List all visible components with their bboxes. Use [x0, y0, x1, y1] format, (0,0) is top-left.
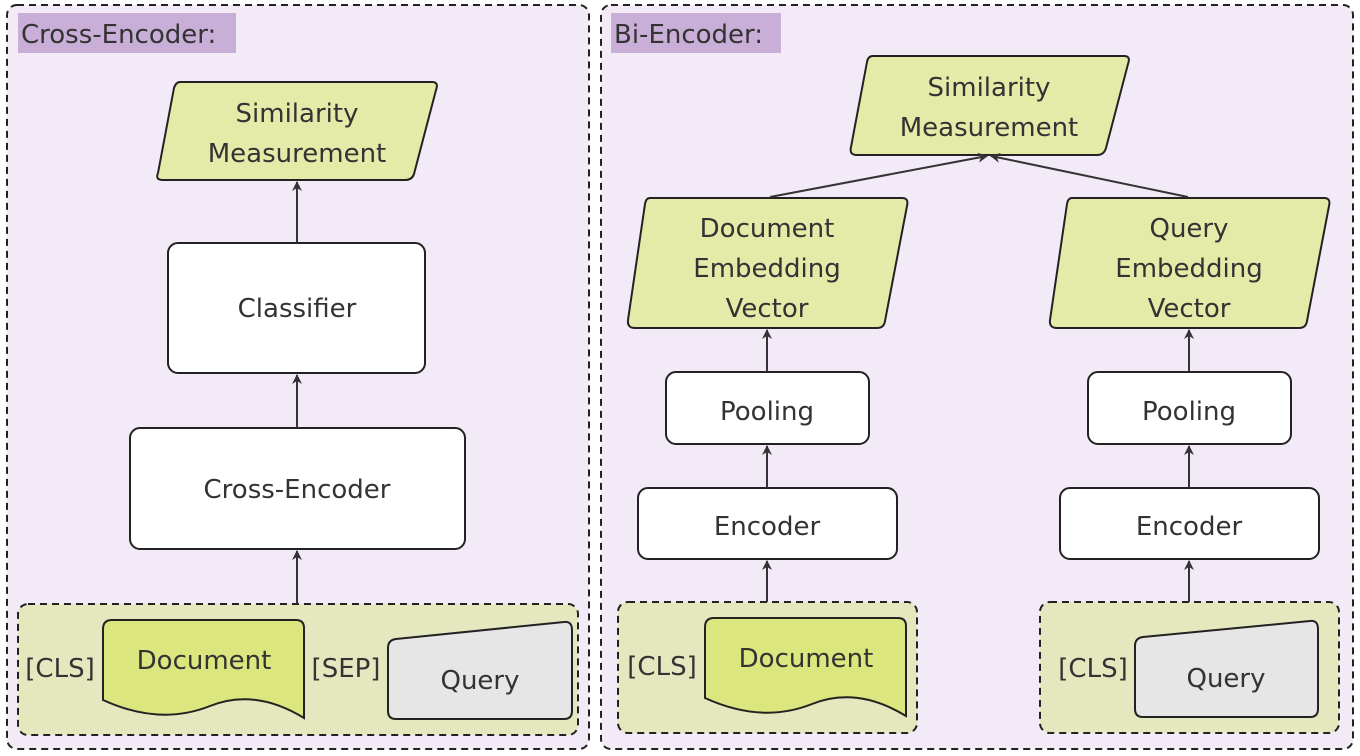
classifier-label: Classifier — [238, 294, 357, 324]
query-input-group: [CLS] Query — [1039, 601, 1340, 734]
similarity-label-line1: Similarity — [236, 99, 359, 129]
document-branch: Document Embedding Vector Pooling Encode… — [617, 197, 918, 734]
doc-input-group: [CLS] Document — [617, 601, 918, 734]
query-pooling-label: Pooling — [1142, 397, 1236, 427]
query-shape — [387, 620, 573, 720]
cls-token: [CLS] — [1058, 654, 1127, 684]
cross-input-group: [CLS] Document [SEP] Query — [17, 603, 579, 736]
doc-encoder-label: Encoder — [714, 512, 821, 542]
similarity-label-line2: Measurement — [900, 113, 1079, 143]
similarity-label-line2: Measurement — [208, 139, 387, 169]
query-embedding-line3: Vector — [1148, 294, 1231, 324]
arrow-doc-embedding-to-similarity — [769, 152, 988, 198]
document-label: Document — [739, 644, 874, 674]
sep-token: [SEP] — [312, 654, 381, 684]
doc-embedding-line2: Embedding — [693, 254, 840, 284]
doc-pooling-box: Pooling — [665, 371, 870, 445]
cross-encoder-box: Cross-Encoder — [129, 427, 466, 550]
query-encoder-label: Encoder — [1136, 512, 1243, 542]
classifier-box: Classifier — [167, 242, 426, 374]
doc-pooling-label: Pooling — [720, 397, 814, 427]
similarity-measurement: Similarity Measurement — [156, 81, 438, 181]
doc-embedding-line3: Vector — [726, 294, 809, 324]
document-shape — [704, 617, 907, 718]
cls-token: [CLS] — [627, 652, 696, 682]
document-label: Document — [137, 646, 272, 676]
cross-encoder-label: Cross-Encoder — [204, 475, 391, 505]
similarity-label-line1: Similarity — [928, 73, 1051, 103]
cross-encoder-panel: Cross-Encoder: Similarity Measurement Cl… — [6, 4, 590, 750]
query-embedding-line1: Query — [1149, 214, 1228, 244]
panel-title-badge — [18, 13, 236, 53]
arrow-query-embedding-to-similarity — [990, 152, 1189, 198]
query-label: Query — [1186, 664, 1265, 694]
panel-title: Cross-Encoder: — [21, 20, 216, 50]
bi-similarity-measurement: Similarity Measurement — [849, 55, 1130, 156]
query-label: Query — [440, 666, 519, 696]
document-shape — [102, 619, 305, 720]
query-shape — [1134, 619, 1319, 718]
doc-encoder-box: Encoder — [637, 487, 898, 560]
query-encoder-box: Encoder — [1059, 487, 1320, 560]
query-embedding-line2: Embedding — [1115, 254, 1262, 284]
panel-title: Bi-Encoder: — [614, 20, 763, 50]
query-embedding-vector: Query Embedding Vector — [1048, 197, 1331, 329]
bi-encoder-panel: Bi-Encoder: Similarity Measurement Docum… — [600, 4, 1354, 750]
doc-embedding-line1: Document — [700, 214, 835, 244]
document-embedding-vector: Document Embedding Vector — [626, 197, 909, 329]
query-pooling-box: Pooling — [1087, 371, 1292, 445]
panel-title-badge — [611, 13, 781, 53]
cls-token: [CLS] — [25, 654, 94, 684]
